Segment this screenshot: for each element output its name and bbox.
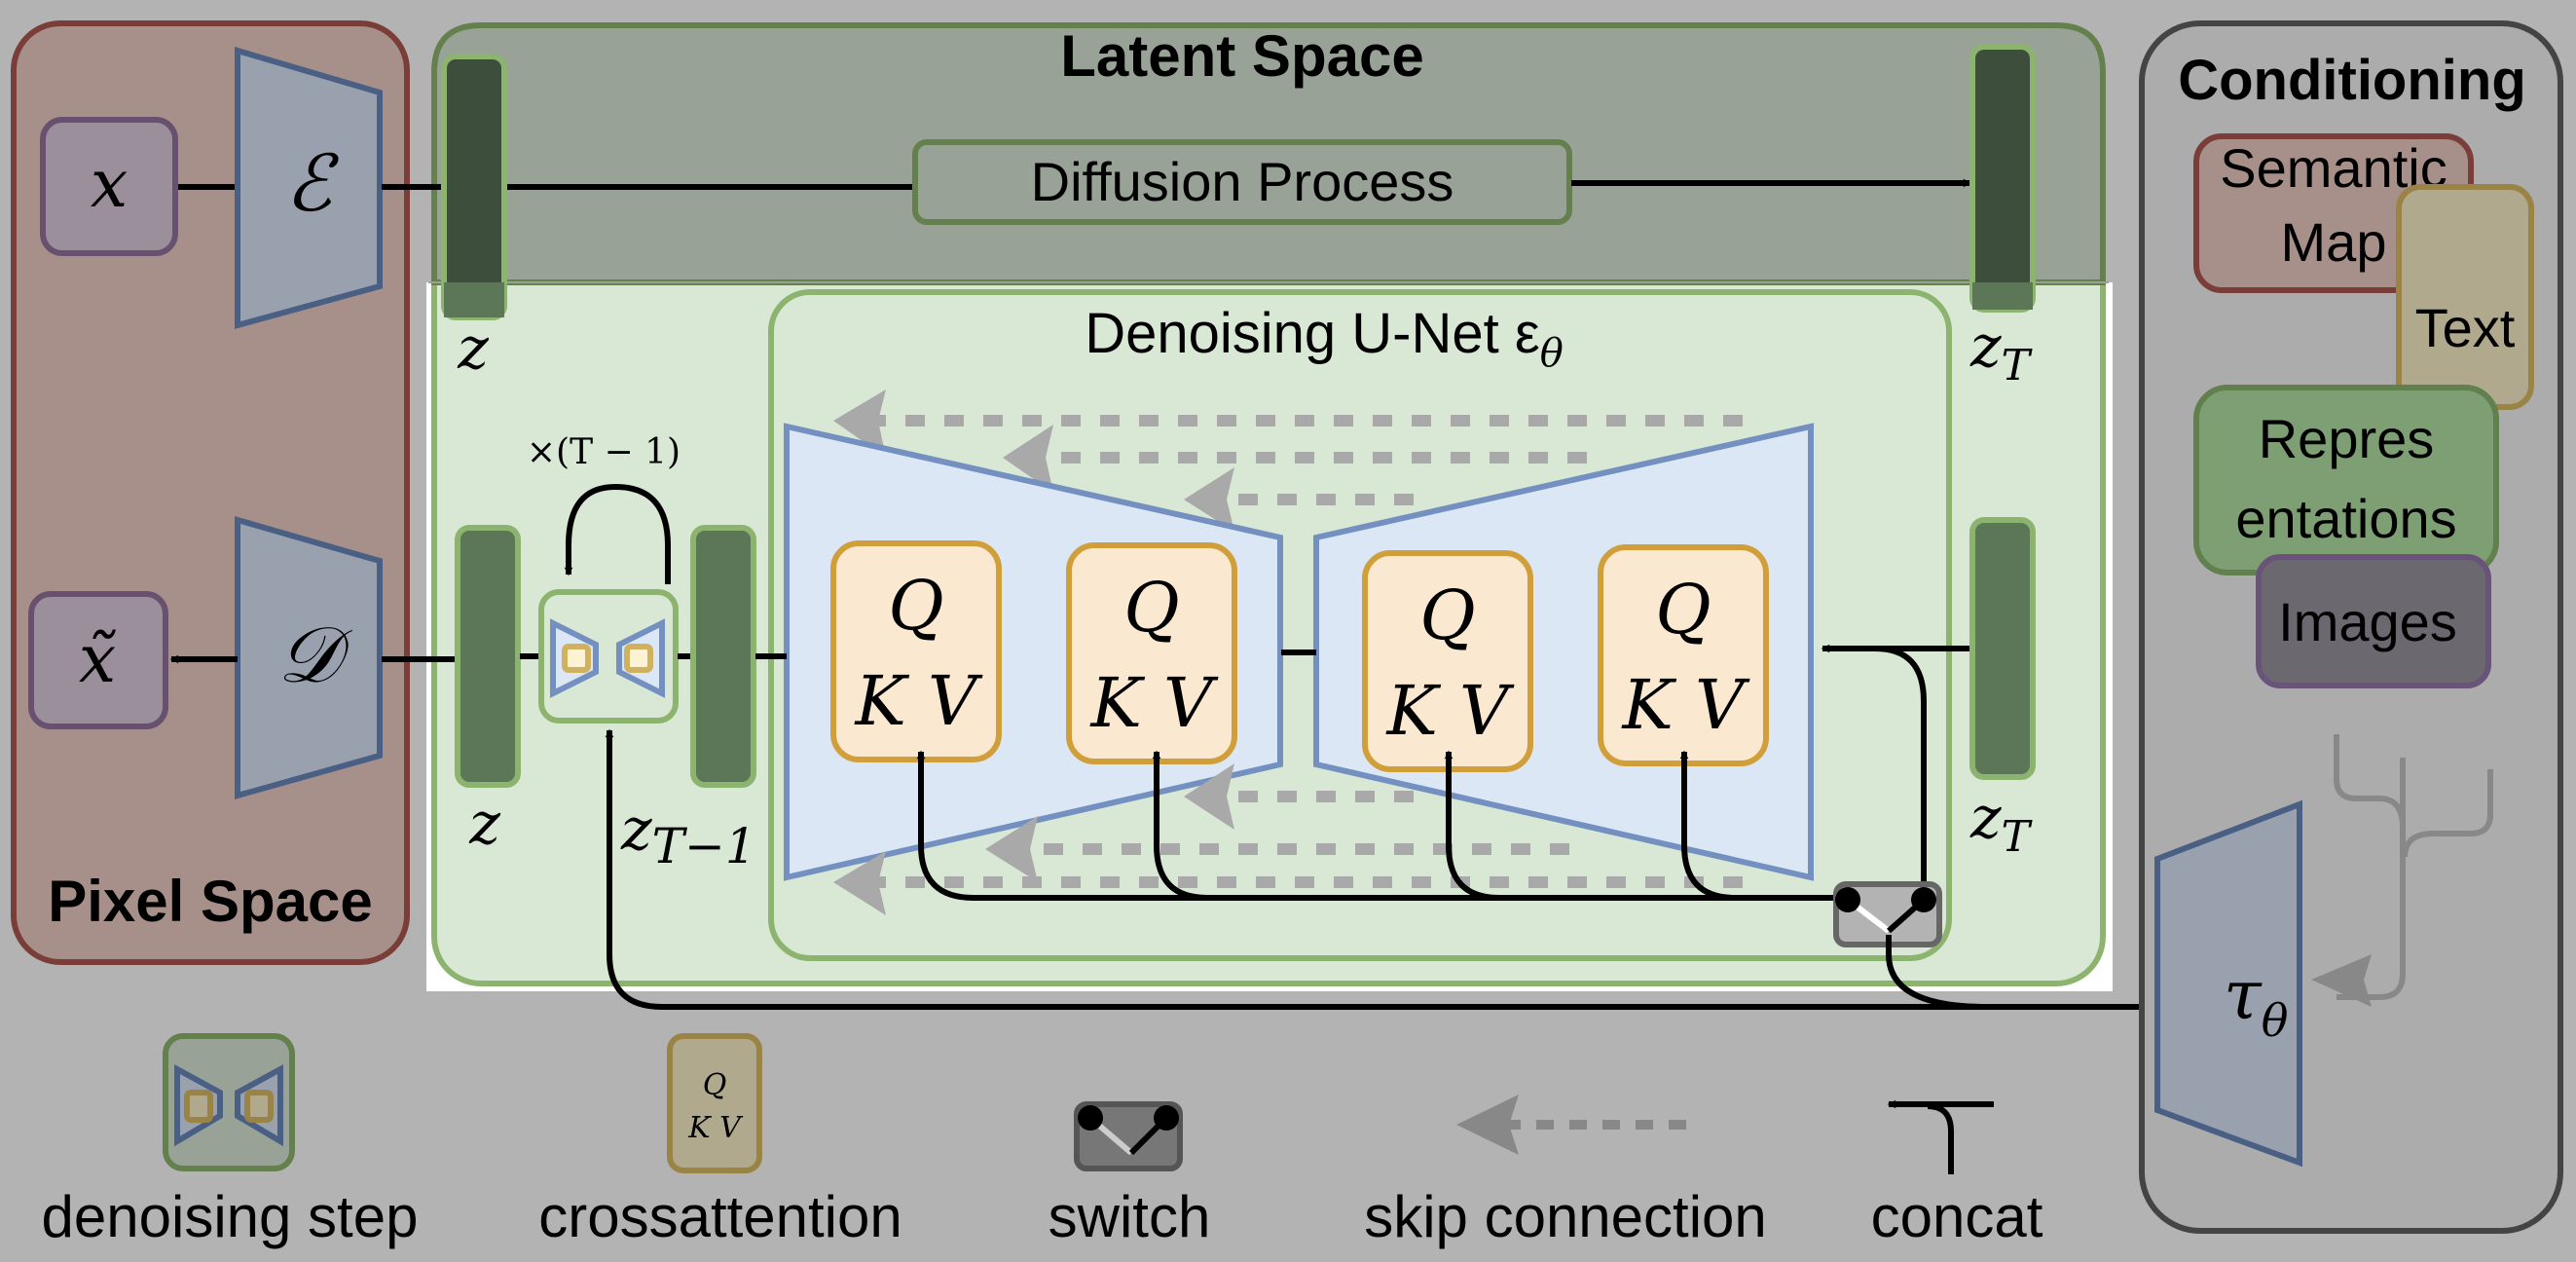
cross-attention-block[interactable]: Q K V	[1598, 544, 1769, 766]
switch-icon	[1074, 1101, 1183, 1171]
conditioning-merge-arrowhead	[2311, 954, 2372, 1007]
latent-z-label: z	[457, 315, 489, 383]
unet-zT-bar[interactable]	[1969, 517, 2036, 780]
diffusion-process-label: Diffusion Process	[1031, 151, 1454, 212]
semantic-map-label-line2: Map	[2281, 211, 2387, 273]
tau-encoder-label: τθ	[2224, 955, 2288, 1047]
pixel-space-title: Pixel Space	[48, 869, 373, 934]
decoder-block[interactable]	[235, 516, 383, 799]
repeat-label: ×(T − 1)	[527, 432, 681, 472]
route-to-attn-1	[916, 750, 1842, 901]
skip-connection-icon	[1456, 1095, 1686, 1155]
legend-label: denoising step	[42, 1184, 419, 1249]
skip-arrowhead	[1003, 425, 1053, 493]
legend-label: switch	[1049, 1184, 1211, 1249]
denoising-step-icon	[163, 1033, 295, 1171]
tau-encoder-block[interactable]	[2154, 799, 2302, 1168]
attention-kv-label: K V	[1384, 671, 1515, 751]
conditioning-merge-lines	[2334, 734, 2493, 1000]
conditioning-title: Conditioning	[2178, 49, 2526, 112]
unet-zT-label: zT	[1969, 784, 2034, 862]
route-to-attn-2	[1152, 750, 1208, 901]
route-to-attn-4	[1679, 750, 1736, 901]
latent-zT-label: zT	[1969, 313, 2034, 390]
attention-q-label: Q	[1655, 570, 1711, 650]
output-image-x-tilde[interactable]	[28, 591, 168, 729]
latent-space-title: Latent Space	[1060, 23, 1423, 89]
latent-z-bar[interactable]	[441, 54, 507, 320]
attention-q-label: Q	[1419, 575, 1475, 655]
cross-attention-block[interactable]: Q K V	[1362, 550, 1533, 772]
legend-item-switch: switch	[1049, 1101, 1211, 1249]
input-x-label: x	[91, 146, 128, 223]
skip-connections-bottom	[866, 791, 1743, 888]
svg-text:K V: K V	[687, 1111, 744, 1145]
unet-title: Denoising U-Net εθ	[1085, 302, 1564, 376]
legend-label: crossattention	[538, 1184, 902, 1249]
images-box[interactable]	[2256, 554, 2491, 688]
latent-zT-bar[interactable]	[1969, 44, 2036, 313]
skip-connections-top	[866, 415, 1743, 505]
representations-label-line1: Repres	[2259, 408, 2435, 469]
diffusion-process-box[interactable]	[912, 139, 1572, 225]
conditioning-panel: Conditioning Semantic Map Text Repres en…	[2139, 20, 2563, 1234]
legend-label: skip connection	[1364, 1184, 1767, 1249]
cross-attention-box[interactable]	[1066, 542, 1237, 764]
pixel-space-panel: Pixel Space x ℰ x̃ 𝒟	[11, 20, 410, 965]
denoising-step-box[interactable]	[538, 589, 679, 724]
encoder-label: ℰ	[285, 138, 340, 229]
skip-arrowhead	[985, 816, 1038, 882]
output-x-tilde-label: x̃	[79, 621, 117, 698]
unet-zT1-bar[interactable]	[690, 525, 756, 788]
input-image-x[interactable]	[40, 117, 178, 256]
switch-contact-right	[1911, 887, 1936, 912]
text-label: Text	[2415, 297, 2516, 358]
attention-kv-label: K V	[853, 661, 983, 741]
switch[interactable]	[1833, 881, 1942, 947]
attention-q-label: Q	[888, 566, 943, 646]
crossattention-icon: Q K V	[667, 1033, 762, 1173]
legend-item-crossattention: Q K V crossattention	[538, 1033, 902, 1249]
skip-arrowhead	[833, 851, 886, 915]
legend-item-skip-connection: skip connection	[1364, 1095, 1767, 1249]
cross-attention-block[interactable]: Q K V	[830, 540, 1002, 762]
legend-item-denoising-step: denoising step	[42, 1033, 419, 1249]
cross-attention-box[interactable]	[830, 540, 1002, 762]
attention-q-label: Q	[1123, 568, 1179, 648]
tau-to-switch-route	[1886, 935, 1987, 1010]
svg-text:Q: Q	[703, 1068, 727, 1102]
attention-kv-label: K V	[1088, 663, 1219, 743]
skip-arrowhead	[1184, 763, 1234, 830]
encoder-block[interactable]	[235, 46, 383, 329]
switch-contact-left	[1835, 887, 1860, 912]
latent-space-panel: Latent Space Diffusion Process z zT Deno…	[382, 22, 2161, 1010]
cross-attention-block[interactable]: Q K V	[1066, 542, 1237, 764]
concat-icon	[1887, 1099, 1994, 1174]
legend-item-concat: concat	[1871, 1099, 2043, 1249]
denoising-step-block[interactable]	[538, 589, 679, 724]
unet-z-bar[interactable]	[455, 525, 521, 788]
unet-zT1-label: zT−1	[620, 796, 756, 874]
attention-kv-label: K V	[1620, 665, 1750, 745]
loop-arrow	[564, 483, 671, 584]
legend: denoising step Q K V crossattention swit…	[42, 1033, 2043, 1249]
representations-label-line2: entations	[2235, 488, 2456, 549]
skip-arrowhead	[833, 390, 886, 458]
unet-z-label: z	[468, 790, 500, 858]
conditioning-routes	[916, 644, 1970, 901]
attention-blocks: Q K V Q K V Q K V Q K V	[830, 540, 1769, 772]
legend-label: concat	[1871, 1184, 2043, 1249]
tau-to-denoising-step-route	[605, 728, 2161, 1010]
skip-arrowhead	[1184, 467, 1234, 532]
route-to-attn-3	[1444, 750, 1500, 901]
images-label: Images	[2278, 591, 2457, 652]
